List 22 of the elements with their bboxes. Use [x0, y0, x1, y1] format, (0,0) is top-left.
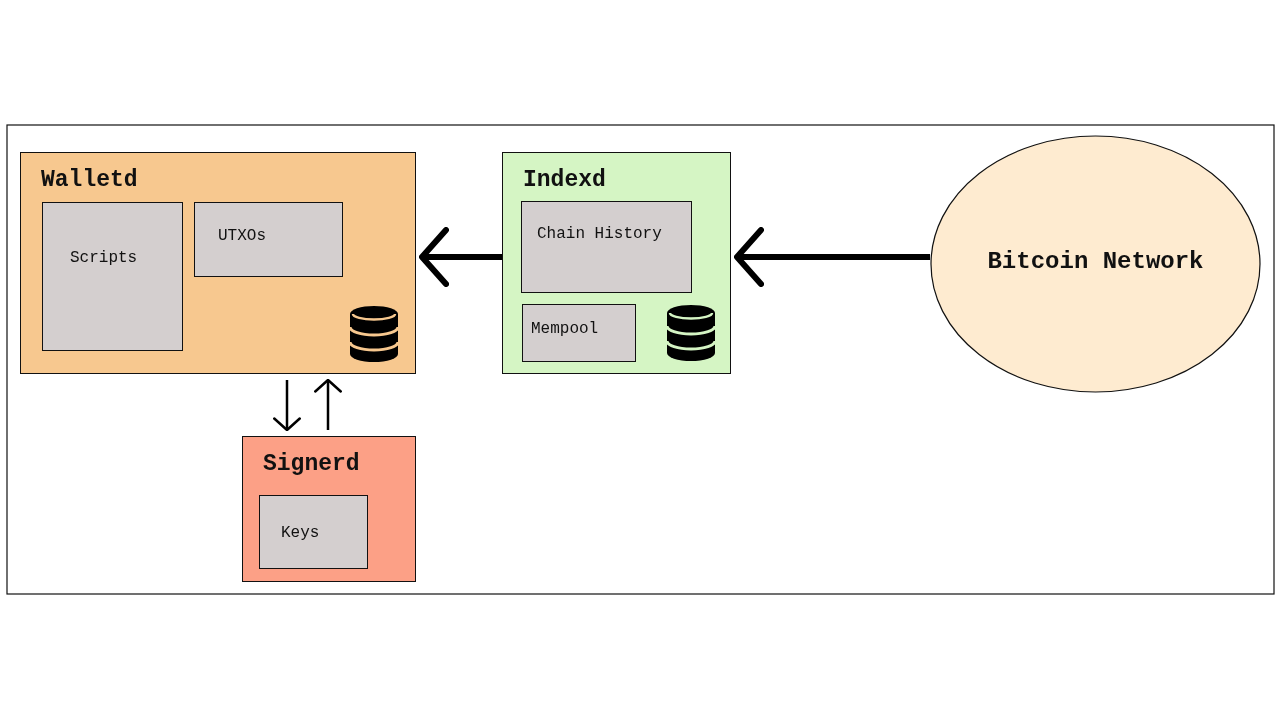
network-ellipse	[930, 135, 1261, 393]
component-box	[259, 495, 368, 569]
service-box	[242, 436, 416, 582]
arrow	[314, 378, 342, 430]
arrow	[419, 227, 502, 287]
arrow	[273, 380, 301, 432]
service-title: Signerd	[263, 451, 360, 477]
component-label: UTXOs	[218, 227, 266, 245]
component-label: Keys	[281, 524, 320, 542]
component-box	[194, 202, 343, 277]
component-label: Scripts	[70, 249, 138, 267]
service-box	[20, 152, 416, 374]
service-title: Indexd	[523, 167, 606, 193]
component-label: Chain History	[537, 225, 662, 243]
service-box	[502, 152, 731, 374]
component-box	[522, 304, 636, 362]
component-box	[42, 202, 183, 351]
network-label: Bitcoin Network	[986, 248, 1205, 275]
component-label: Mempool	[531, 320, 599, 338]
arrow	[734, 227, 930, 287]
component-box	[521, 201, 692, 293]
service-title: Walletd	[41, 167, 138, 193]
